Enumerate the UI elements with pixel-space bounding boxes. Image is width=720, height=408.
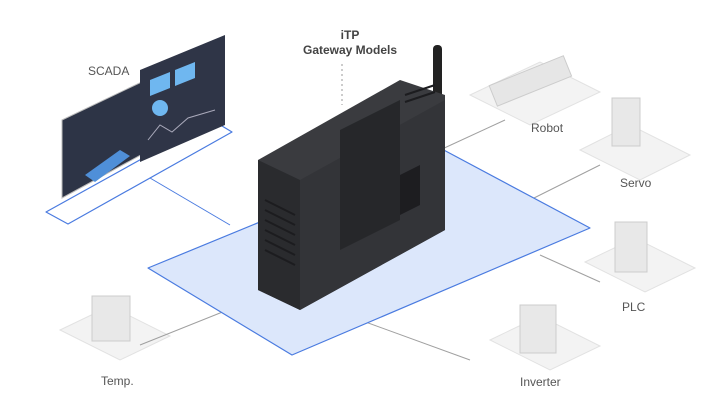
servo-icon <box>611 97 641 147</box>
gateway-subtitle: Gateway Models <box>302 43 398 57</box>
gateway-title: iTP <box>340 28 360 42</box>
label-scada: SCADA <box>88 64 130 78</box>
gateway-device <box>258 80 445 310</box>
connector-plc <box>539 254 601 283</box>
scada-panel <box>140 35 225 162</box>
temp-icon <box>91 295 131 342</box>
antenna <box>433 45 442 100</box>
label-robot: Robot <box>531 121 564 135</box>
connector-servo <box>529 164 601 201</box>
plc-icon <box>614 221 648 273</box>
inverter-icon <box>519 304 557 354</box>
connector-scada <box>149 177 231 226</box>
label-temp: Temp. <box>101 374 134 388</box>
label-inverter: Inverter <box>520 375 561 389</box>
label-plc: PLC <box>622 300 646 314</box>
connector-robot <box>439 119 506 151</box>
label-servo: Servo <box>620 176 652 190</box>
connector-inverter <box>359 319 471 361</box>
robot-icon <box>488 55 573 107</box>
